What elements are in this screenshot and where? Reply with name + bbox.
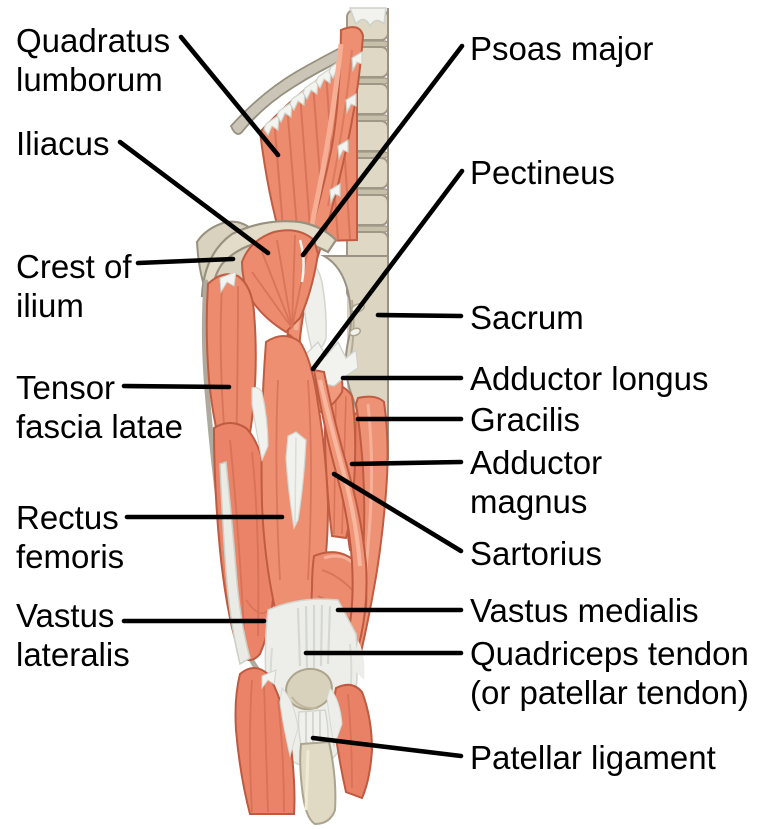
leader-line-sartorius <box>331 471 464 554</box>
tensor-fasciae-latae-muscle <box>205 271 257 466</box>
medial-knee-tendon <box>355 640 365 680</box>
leader-line-patellar-ligament <box>310 735 464 759</box>
leader-lines <box>117 34 465 759</box>
spine-top-tendon <box>348 7 387 28</box>
leader-line-adductor-magnus <box>349 459 464 467</box>
leader-line-crest-of-ilium <box>135 256 236 266</box>
leader-line-sacrum <box>375 312 464 319</box>
rectus-femoris-muscle <box>251 335 330 650</box>
leader-line-quadratus-lumborum <box>178 34 281 158</box>
leader-line-pectineus <box>310 168 465 372</box>
iliacus-muscle <box>240 229 320 334</box>
lower-leg <box>234 667 374 826</box>
iliotibial-band <box>219 460 251 666</box>
leader-line-psoas-major <box>300 43 465 258</box>
sacral-foramen <box>348 327 362 337</box>
fascia-arc <box>229 42 353 135</box>
quadriceps-tendon-fibers <box>296 604 332 669</box>
leader-line-iliacus <box>117 139 271 256</box>
leader-line-tensor-fascia-latae <box>121 383 232 390</box>
